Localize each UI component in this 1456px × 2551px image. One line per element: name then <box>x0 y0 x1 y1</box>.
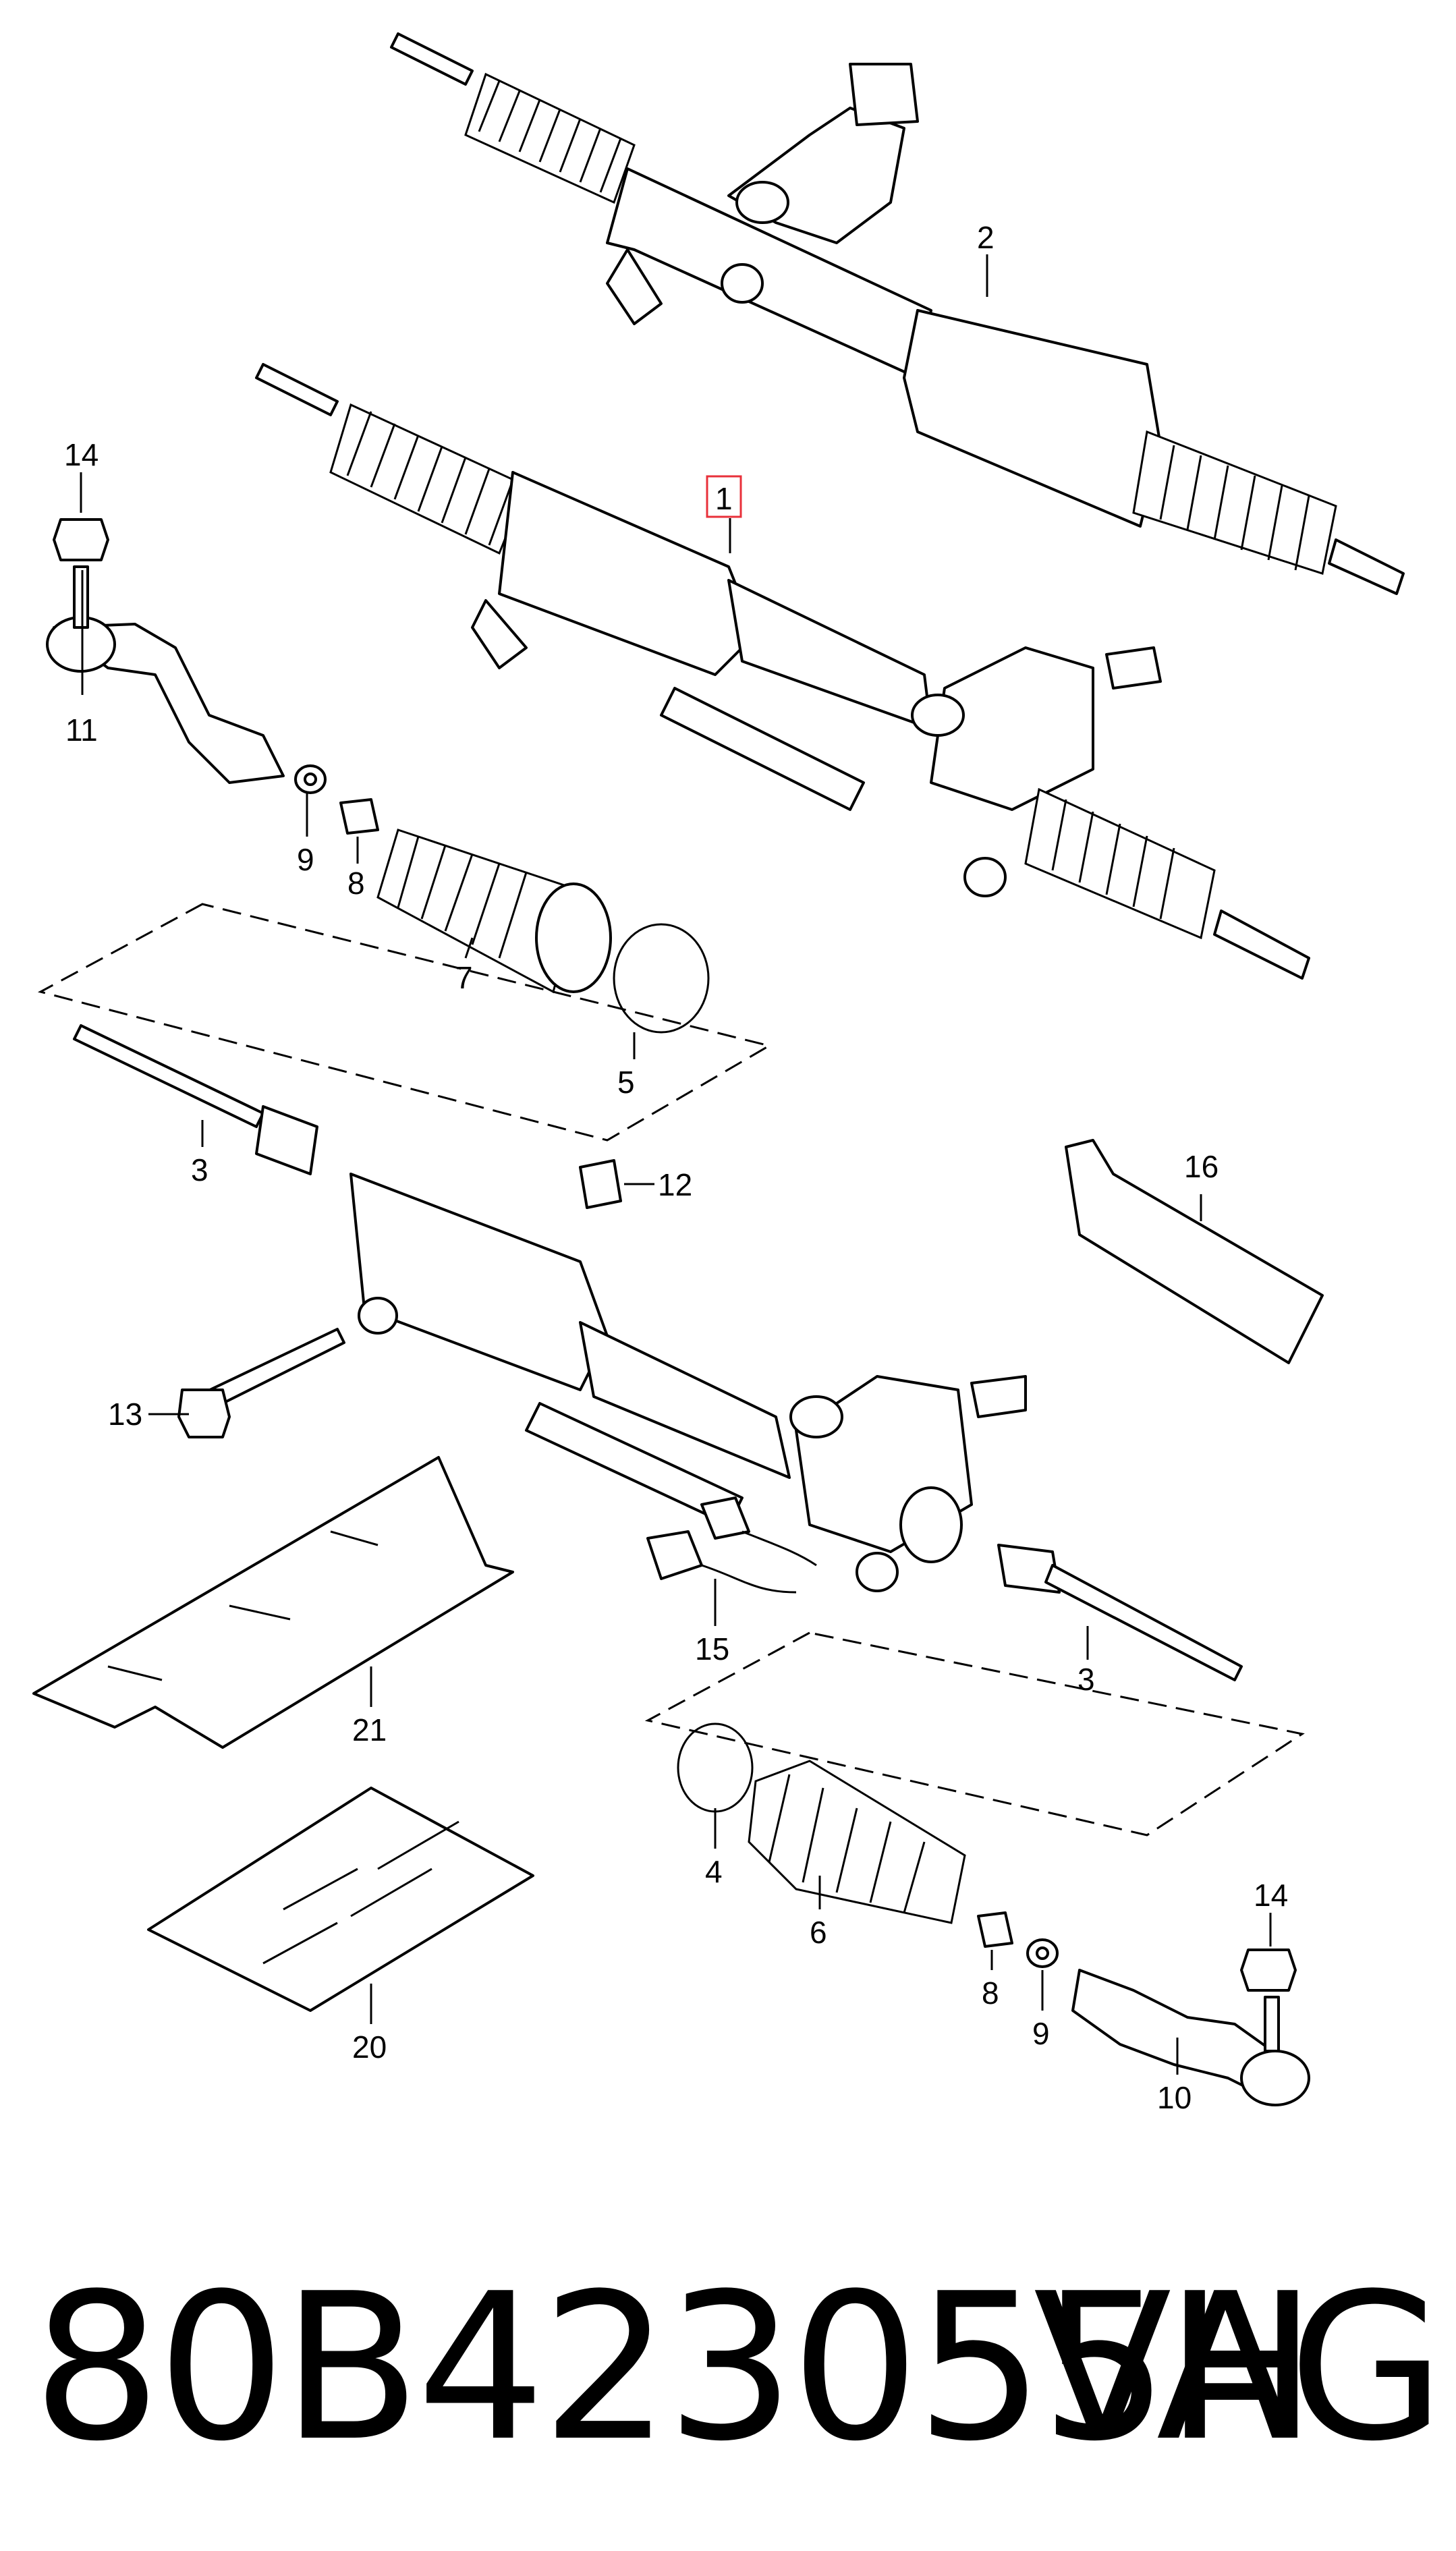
callout-14-right: 14 <box>1254 1878 1288 1913</box>
steering-rack-2 <box>390 32 1405 595</box>
kit-boundary-lower <box>644 1631 1305 1837</box>
callout-20: 20 <box>352 2029 387 2065</box>
bolt-13 <box>177 1328 345 1438</box>
callout-10: 10 <box>1157 2080 1192 2115</box>
clamp-4 <box>677 1722 754 1813</box>
exploded-parts-diagram: 1 2 14 11 9 8 7 5 3 12 13 16 15 3 21 20 … <box>32 32 1405 2115</box>
callout-9-right: 9 <box>1032 2016 1050 2051</box>
tie-rod-end-10 <box>1071 1969 1310 2106</box>
tie-rod-3-left <box>73 1024 318 1175</box>
callout-14-left: 14 <box>64 437 99 472</box>
rack-2-left-bellow <box>464 72 636 204</box>
callout-11: 11 <box>65 712 98 748</box>
lock-nut-14-right <box>1240 1949 1297 1992</box>
callout-9-left: 9 <box>297 842 314 877</box>
sensor-15 <box>646 1496 817 1594</box>
steering-rack-lower <box>349 1173 1027 1592</box>
tie-rod-end-11 <box>46 565 285 784</box>
grease-tube-16 <box>1065 1139 1324 1364</box>
steering-rack-1 <box>255 363 1310 980</box>
leader-lines <box>80 254 1272 2075</box>
callout-6: 6 <box>810 1915 827 1950</box>
kit-boundary-upper <box>37 903 772 1142</box>
callout-7: 7 <box>455 960 473 995</box>
callout-12: 12 <box>658 1167 692 1202</box>
callout-labels: 1 2 14 11 9 8 7 5 3 12 13 16 15 3 21 20 … <box>64 220 1288 2115</box>
clip-8-left <box>339 798 379 835</box>
nut-9-right <box>1026 1938 1059 1968</box>
callout-21: 21 <box>352 1712 387 1747</box>
tie-rod-3-right <box>997 1544 1243 1681</box>
nut-9-left <box>294 764 327 794</box>
callout-3-left: 3 <box>191 1152 208 1187</box>
callout-5: 5 <box>617 1065 635 1100</box>
callout-1: 1 <box>715 481 733 516</box>
footer: 80B423055H VAG <box>0 2247 1456 2530</box>
brand-name: VAG <box>1033 2250 1445 2486</box>
lock-nut-14-left <box>53 518 109 561</box>
callout-13: 13 <box>108 1397 142 1432</box>
callout-3-right: 3 <box>1077 1662 1095 1697</box>
callout-8-right: 8 <box>982 1975 999 2011</box>
part-number: 80B423055H <box>32 2250 1317 2486</box>
nut-12 <box>579 1159 622 1209</box>
clamp-5 <box>613 923 710 1034</box>
boot-7 <box>376 829 612 994</box>
callout-2: 2 <box>977 220 995 255</box>
callout-1-highlight <box>706 475 742 518</box>
callout-4: 4 <box>705 1854 723 1889</box>
boot-6 <box>748 1760 966 1924</box>
callout-15: 15 <box>695 1631 729 1666</box>
callout-16: 16 <box>1184 1149 1219 1184</box>
rack-1-right-bellow <box>1024 787 1216 940</box>
rack-2-right-bellow <box>1132 430 1337 575</box>
rack-1-left-bellow <box>329 403 528 555</box>
pad-21 <box>32 1456 514 1749</box>
clip-8-right <box>977 1911 1013 1948</box>
pad-20 <box>147 1787 534 2012</box>
callout-8-left: 8 <box>347 866 365 901</box>
